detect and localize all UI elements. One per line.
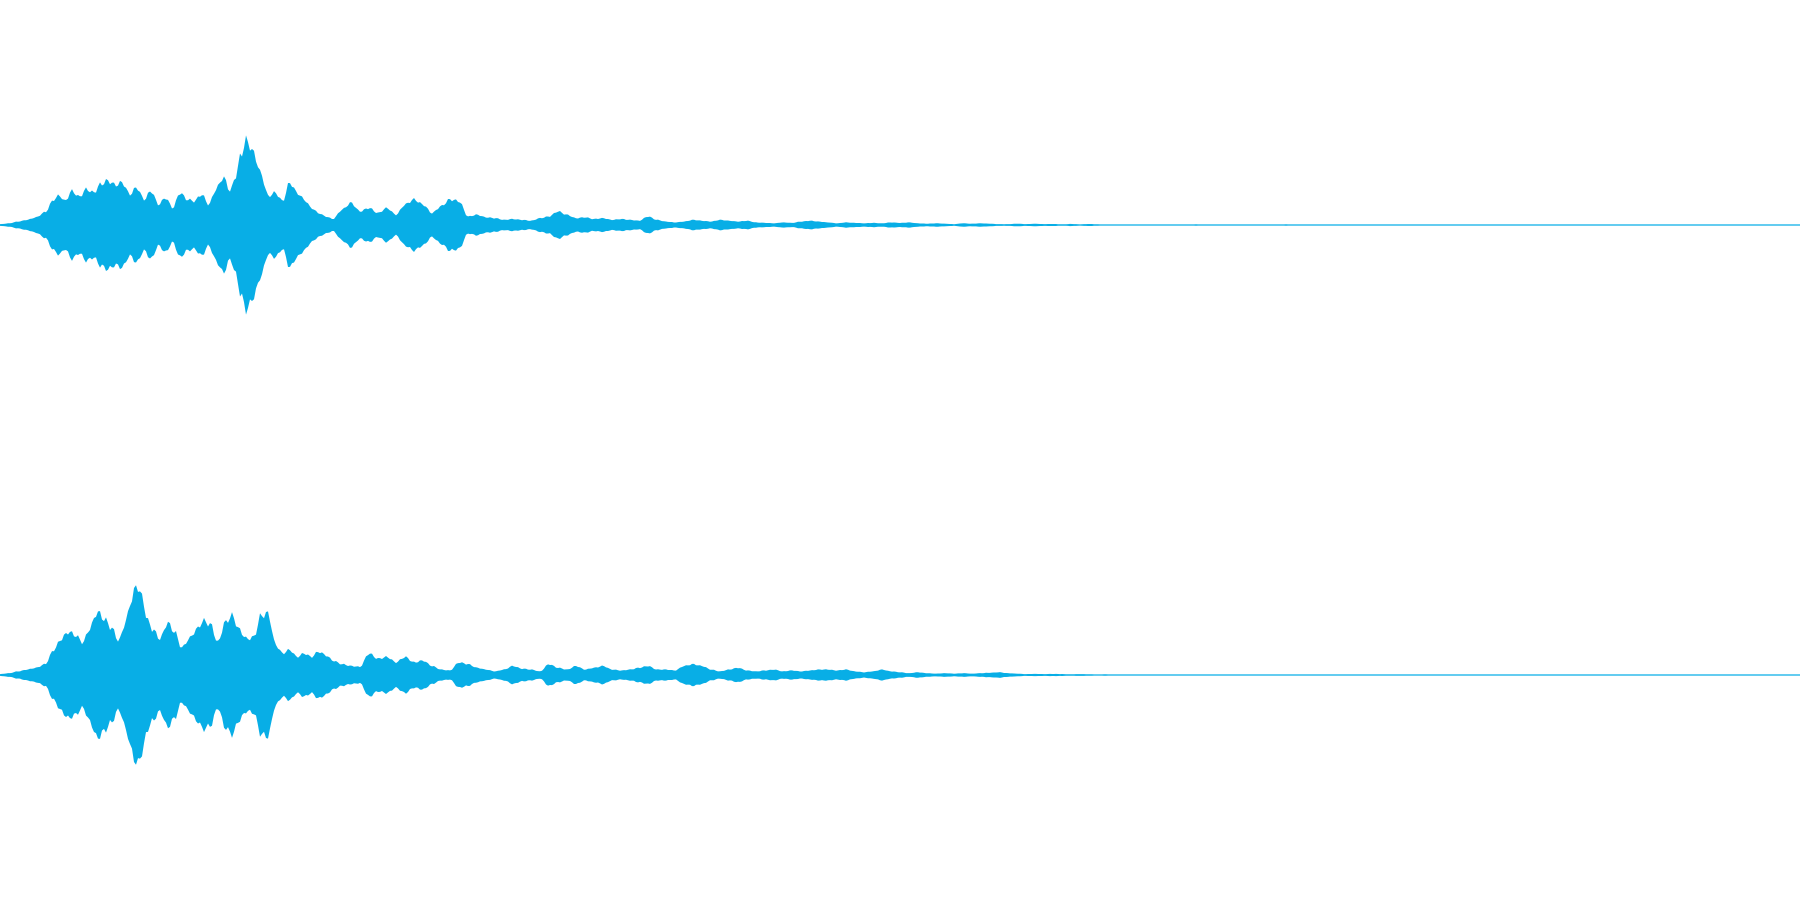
channel-top [0,135,1800,315]
channel-bottom [0,585,1800,765]
